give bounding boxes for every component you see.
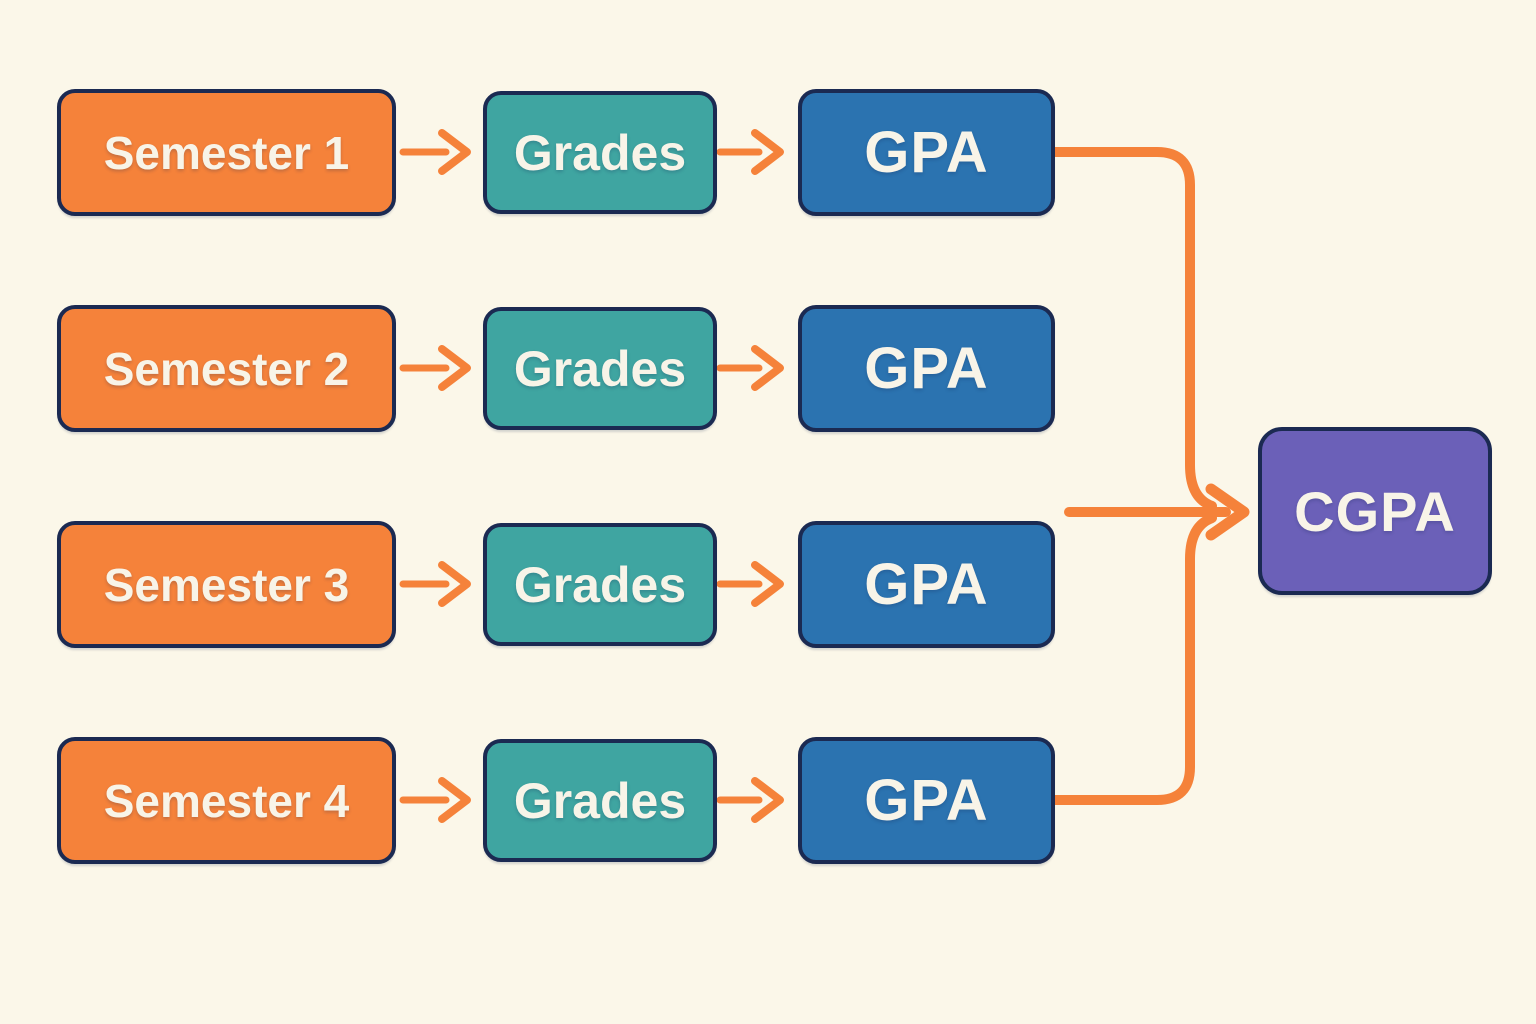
gpa-label-row1: GPA xyxy=(864,120,989,185)
cgpa-arrowhead-icon xyxy=(1205,483,1250,541)
grades-label-row2: Grades xyxy=(513,340,687,397)
semester-1-box: Semester 1 xyxy=(57,89,396,216)
arrow-semester-to-grades-row3 xyxy=(399,561,471,607)
gpa-box-row2: GPA xyxy=(798,305,1055,432)
grades-box-row2: Grades xyxy=(483,307,717,430)
gpa-box-row3: GPA xyxy=(798,521,1055,648)
semester-1-label: Semester 1 xyxy=(103,126,350,179)
arrow-semester-to-grades-row1 xyxy=(399,129,471,175)
gpa-box-row4: GPA xyxy=(798,737,1055,864)
gpa-box-row1: GPA xyxy=(798,89,1055,216)
gpa-label-row2: GPA xyxy=(864,336,989,401)
grades-box-row4: Grades xyxy=(483,739,717,862)
arrow-grades-to-gpa-row3 xyxy=(716,561,784,607)
semester-2-box: Semester 2 xyxy=(57,305,396,432)
grades-box-row1: Grades xyxy=(483,91,717,214)
grades-label-row4: Grades xyxy=(513,772,687,829)
cgpa-label: CGPA xyxy=(1294,479,1456,543)
semester-3-label: Semester 3 xyxy=(103,558,350,611)
arrow-grades-to-gpa-row4 xyxy=(716,777,784,823)
connector-gpa1-to-cgpa xyxy=(1047,147,1217,511)
arrow-semester-to-grades-row2 xyxy=(399,345,471,391)
semester-4-box: Semester 4 xyxy=(57,737,396,864)
semester-2-label: Semester 2 xyxy=(103,342,350,395)
arrow-semester-to-grades-row4 xyxy=(399,777,471,823)
grades-box-row3: Grades xyxy=(483,523,717,646)
semester-4-label: Semester 4 xyxy=(103,774,350,827)
arrow-grades-to-gpa-row2 xyxy=(716,345,784,391)
gpa-label-row4: GPA xyxy=(864,768,989,833)
semester-3-box: Semester 3 xyxy=(57,521,396,648)
gpa-label-row3: GPA xyxy=(864,552,989,617)
grades-label-row3: Grades xyxy=(513,556,687,613)
connector-gpa4-to-cgpa xyxy=(1047,513,1217,805)
grades-label-row1: Grades xyxy=(513,124,687,181)
cgpa-box: CGPA xyxy=(1258,427,1492,595)
arrow-grades-to-gpa-row1 xyxy=(716,129,784,175)
